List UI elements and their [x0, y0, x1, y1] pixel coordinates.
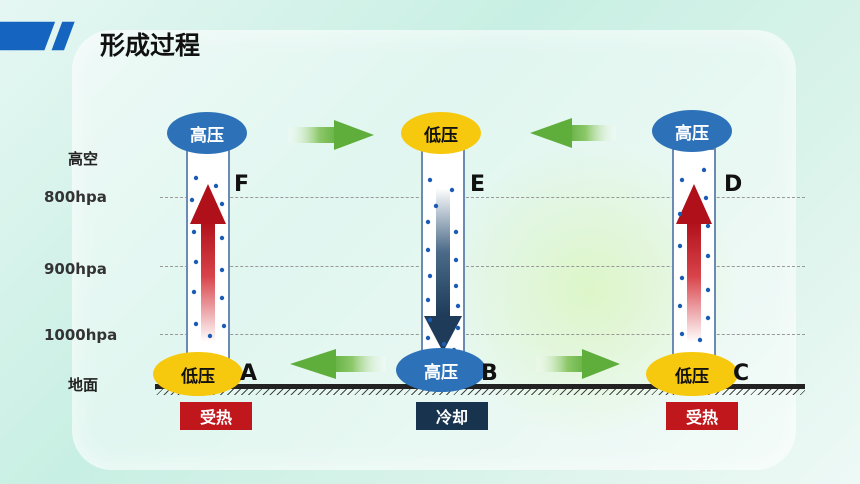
rising-arrow-right: [676, 184, 712, 342]
pressure-ellipse-e: 低压: [401, 112, 481, 154]
ground-line: [155, 384, 805, 389]
pressure-ellipse-c: 低压: [646, 352, 738, 396]
title-accent-bar: [0, 21, 75, 51]
point-letter-e: E: [470, 172, 486, 197]
point-letter-b: B: [481, 361, 498, 386]
point-letter-a: A: [240, 361, 258, 386]
pressure-ellipse-d: 高压: [652, 110, 732, 152]
flow-arrow-lower-left: [290, 349, 386, 379]
air-molecules-left: [189, 175, 227, 339]
label-high-altitude: 高空: [68, 150, 99, 168]
ground-hatch: [155, 389, 805, 395]
sinking-arrow-middle: [424, 188, 462, 352]
air-molecules-right: [677, 167, 711, 343]
label-900hpa: 900hpa: [44, 260, 107, 278]
point-letter-d: D: [724, 172, 743, 197]
point-letter-c: C: [733, 361, 750, 386]
pressure-ellipse-f: 高压: [167, 112, 247, 154]
page-title: 形成过程: [100, 31, 201, 60]
isobar-line-1000: [160, 334, 805, 335]
flow-arrow-lower-right: [536, 349, 620, 379]
label-1000hpa: 1000hpa: [44, 326, 118, 344]
label-800hpa: 800hpa: [44, 188, 107, 206]
label-ground: 地面: [68, 376, 99, 394]
tag-heated-right: 受热: [666, 402, 738, 430]
flow-arrow-upper-left: [288, 120, 374, 150]
point-letter-f: F: [234, 172, 250, 197]
tag-heated-left: 受热: [180, 402, 252, 430]
rising-arrow-left: [190, 184, 226, 342]
pressure-ellipse-a: 低压: [153, 352, 243, 396]
pressure-ellipse-b: 高压: [396, 348, 486, 392]
isobar-line-800: [160, 197, 805, 198]
tag-cooled-middle: 冷却: [416, 402, 488, 430]
flow-arrow-upper-right: [530, 118, 616, 148]
isobar-line-900: [160, 266, 805, 267]
